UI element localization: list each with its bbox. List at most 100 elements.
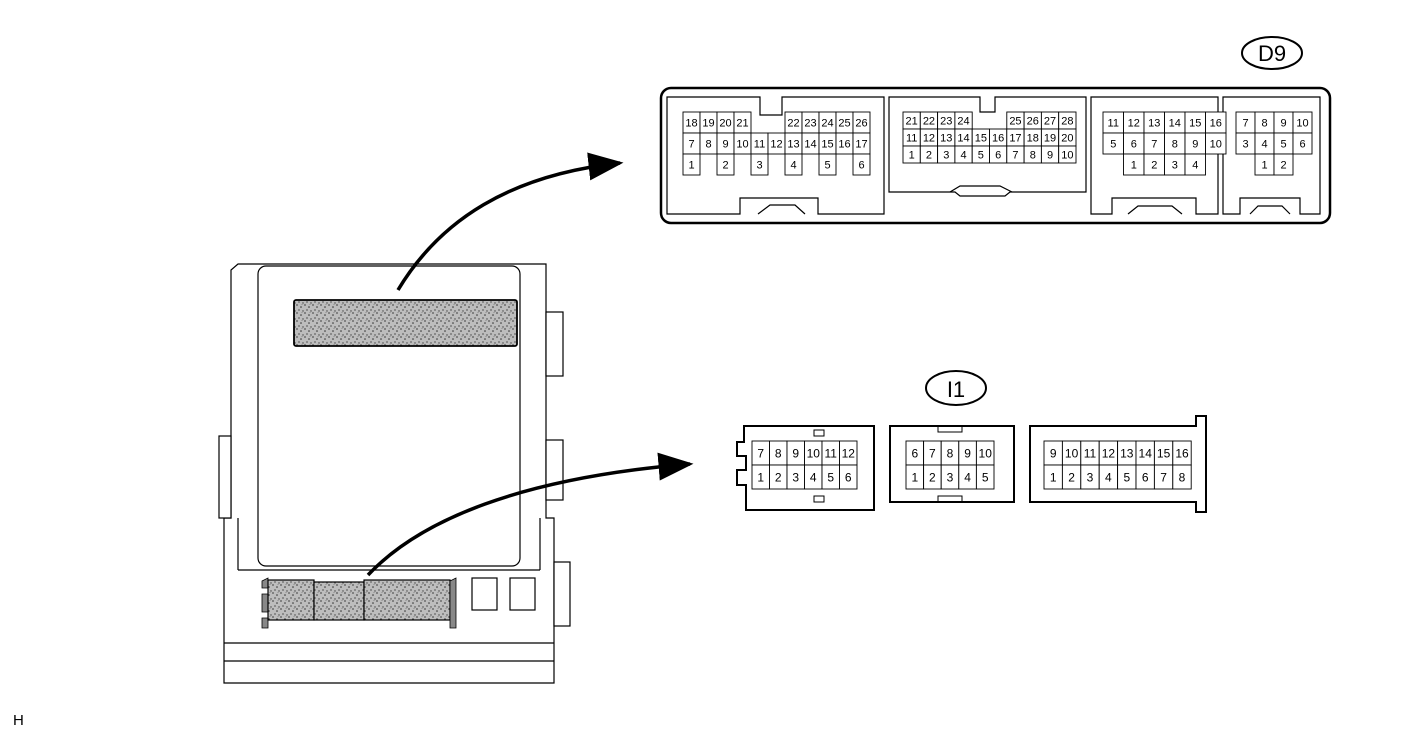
d9-pin-number: 20 bbox=[719, 117, 731, 129]
i1-pin-number: 11 bbox=[1084, 446, 1097, 460]
d9-label-badge: D9 bbox=[1241, 36, 1303, 70]
d9-pin-number: 8 bbox=[1030, 149, 1036, 161]
i1-pin-number: 10 bbox=[979, 446, 993, 460]
i1-pin-cell bbox=[975, 464, 995, 490]
d9-pin-number: 9 bbox=[1280, 117, 1286, 129]
d9-pin-number: 25 bbox=[1009, 115, 1021, 127]
d9-pin-number: 4 bbox=[1192, 159, 1198, 171]
d9-pin-number: 10 bbox=[1210, 138, 1222, 150]
d9-pin-number: 15 bbox=[821, 138, 833, 150]
d9-pin-cell bbox=[1058, 145, 1077, 164]
d9-pin-number: 1 bbox=[688, 159, 694, 171]
d9-pin-number: 3 bbox=[1172, 159, 1178, 171]
d9-pin-number: 24 bbox=[957, 115, 969, 127]
d9-pin-number: 8 bbox=[1261, 117, 1267, 129]
d9-pin-number: 20 bbox=[1061, 132, 1073, 144]
i1-pin-number: 6 bbox=[911, 446, 918, 460]
d9-pin-cell bbox=[852, 153, 871, 176]
i1-label: I1 bbox=[947, 377, 965, 402]
d9-pin-number: 10 bbox=[1296, 117, 1308, 129]
d9-pin-cell bbox=[682, 153, 701, 176]
d9-pin-number: 15 bbox=[975, 132, 987, 144]
d9-pin-number: 13 bbox=[787, 138, 799, 150]
i1-pin-number: 4 bbox=[1105, 470, 1112, 484]
i1-pin-number: 1 bbox=[757, 470, 764, 484]
d9-pin-number: 18 bbox=[685, 117, 697, 129]
d9-pin-number: 16 bbox=[992, 132, 1004, 144]
d9-pin-number: 10 bbox=[736, 138, 748, 150]
d9-pin-number: 11 bbox=[1108, 117, 1119, 129]
i1-pin-cell bbox=[839, 464, 858, 490]
d9-pin-number: 6 bbox=[858, 159, 864, 171]
i1-pin-number: 16 bbox=[1175, 446, 1189, 460]
d9-pin-number: 10 bbox=[1061, 149, 1073, 161]
d9-pin-number: 19 bbox=[1044, 132, 1056, 144]
d9-pin-number: 11 bbox=[906, 132, 917, 144]
d9-pin-number: 4 bbox=[790, 159, 796, 171]
d9-pin-number: 3 bbox=[943, 149, 949, 161]
d9-pin-number: 17 bbox=[855, 138, 867, 150]
d9-pin-number: 8 bbox=[705, 138, 711, 150]
i1-pin-number: 9 bbox=[792, 446, 799, 460]
i1-pin-number: 8 bbox=[775, 446, 782, 460]
d9-pin-number: 24 bbox=[821, 117, 833, 129]
d9-pin-number: 7 bbox=[1012, 149, 1018, 161]
d9-pin-number: 27 bbox=[1044, 115, 1056, 127]
d9-pin-cell bbox=[784, 153, 803, 176]
i1-pin-cell bbox=[1172, 464, 1192, 490]
i1-pin-number: 4 bbox=[810, 470, 817, 484]
d9-pin-number: 13 bbox=[1148, 117, 1160, 129]
i1-pin-number: 5 bbox=[827, 470, 834, 484]
d9-pin-number: 12 bbox=[923, 132, 935, 144]
d9-pin-number: 21 bbox=[736, 117, 748, 129]
d9-pin-number: 21 bbox=[906, 115, 918, 127]
corner-mark: H bbox=[13, 712, 24, 729]
i1-pin-number: 10 bbox=[807, 446, 821, 460]
i1-pin-number: 12 bbox=[842, 446, 856, 460]
i1-pin-number: 1 bbox=[911, 470, 918, 484]
d9-pin-number: 5 bbox=[1280, 138, 1286, 150]
d9-pin-number: 1 bbox=[1261, 159, 1267, 171]
d9-pin-number: 26 bbox=[855, 117, 867, 129]
arrow-to-i1 bbox=[366, 452, 694, 577]
d9-pin-number: 3 bbox=[1242, 138, 1248, 150]
i1-pin-number: 14 bbox=[1139, 446, 1153, 460]
d9-pin-number: 14 bbox=[804, 138, 816, 150]
d9-pin-cell bbox=[1273, 153, 1294, 176]
d9-pin-number: 9 bbox=[1192, 138, 1198, 150]
d9-pin-number: 28 bbox=[1061, 115, 1073, 127]
d9-pin-number: 7 bbox=[1242, 117, 1248, 129]
d9-pin-number: 11 bbox=[754, 138, 765, 150]
d9-pin-number: 6 bbox=[1131, 138, 1137, 150]
i1-pin-number: 3 bbox=[947, 470, 954, 484]
i1-pin-number: 7 bbox=[929, 446, 936, 460]
d9-pin-number: 12 bbox=[770, 138, 782, 150]
d9-pin-number: 1 bbox=[909, 149, 915, 161]
d9-pin-cell bbox=[1205, 132, 1227, 155]
i1-pin-number: 3 bbox=[792, 470, 799, 484]
i1-pin-number: 15 bbox=[1157, 446, 1171, 460]
lower-connector-socket bbox=[261, 577, 457, 629]
d9-pin-number: 5 bbox=[978, 149, 984, 161]
i1-pin-number: 2 bbox=[775, 470, 782, 484]
i1-pin-number: 8 bbox=[947, 446, 954, 460]
i1-pin-number: 2 bbox=[1068, 470, 1075, 484]
d9-pin-number: 2 bbox=[1280, 159, 1286, 171]
d9-pin-number: 5 bbox=[824, 159, 830, 171]
i1-pin-number: 9 bbox=[964, 446, 971, 460]
d9-pin-number: 6 bbox=[995, 149, 1001, 161]
d9-pin-number: 4 bbox=[1261, 138, 1267, 150]
d9-pin-number: 17 bbox=[1009, 132, 1021, 144]
d9-pin-number: 22 bbox=[923, 115, 935, 127]
d9-label: D9 bbox=[1258, 41, 1286, 66]
d9-pin-number: 8 bbox=[1172, 138, 1178, 150]
d9-pin-number: 1 bbox=[1131, 159, 1137, 171]
d9-pin-number: 7 bbox=[688, 138, 694, 150]
d9-pin-number: 14 bbox=[957, 132, 969, 144]
d9-pin-number: 2 bbox=[1151, 159, 1157, 171]
i1-pin-number: 6 bbox=[845, 470, 852, 484]
d9-pin-cell bbox=[818, 153, 837, 176]
d9-pin-number: 2 bbox=[926, 149, 932, 161]
